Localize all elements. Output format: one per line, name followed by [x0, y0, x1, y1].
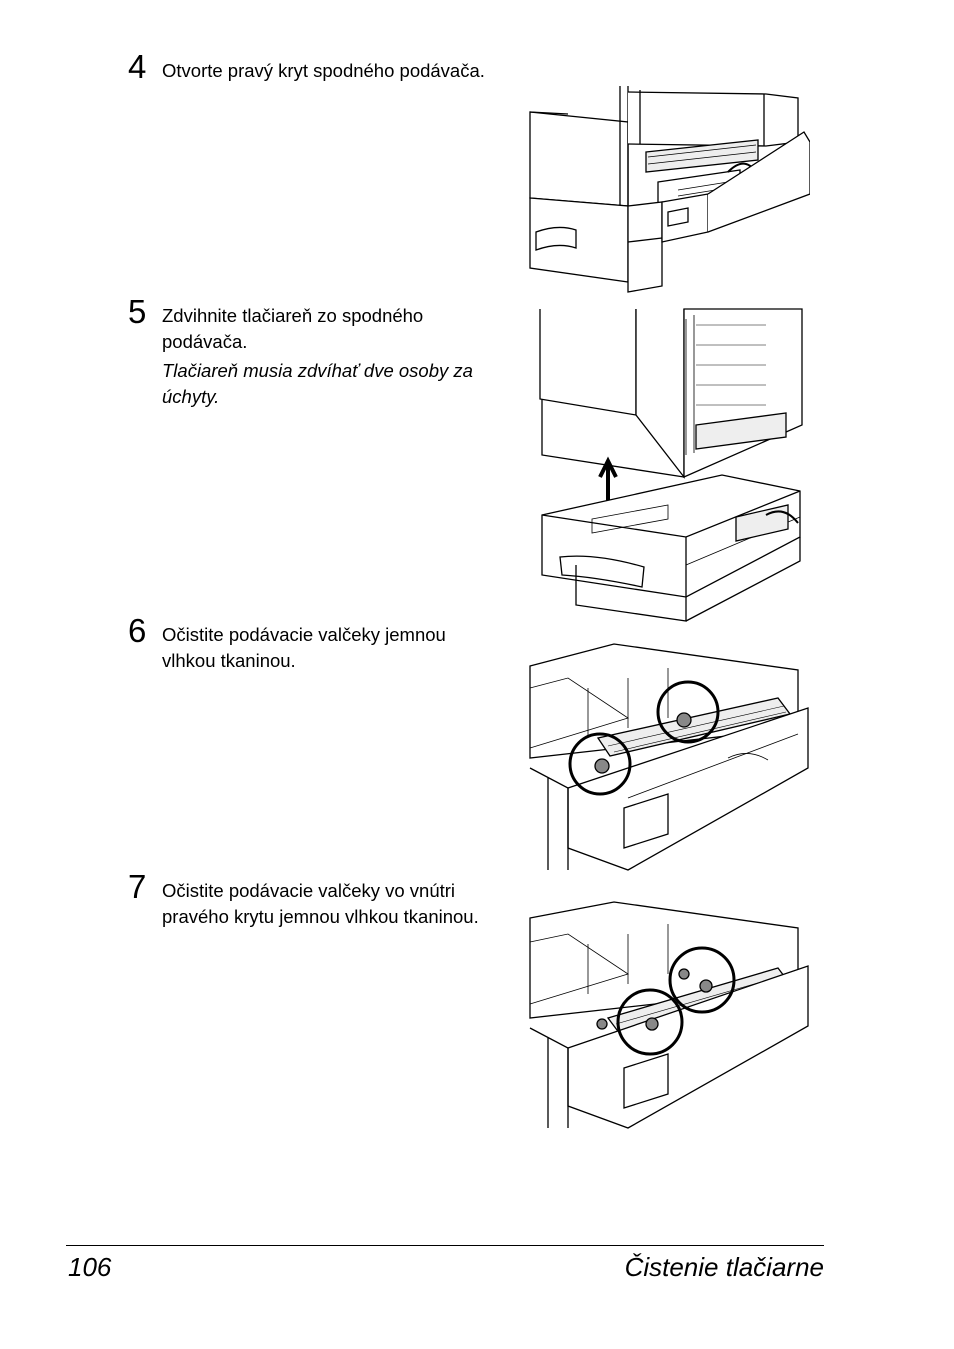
- illustration-lift-printer: [536, 305, 812, 623]
- step-instruction: Zdvihnite tlačiareň zo spodného podávača…: [162, 305, 424, 352]
- illustration-open-right-cover: [528, 82, 810, 294]
- step-number: 4: [128, 48, 147, 85]
- step-number: 6: [128, 612, 147, 649]
- step-instruction: Očistite podávacie valčeky jemnou vlhkou…: [162, 624, 446, 671]
- footer-divider: [66, 1245, 824, 1246]
- step-instruction: Očistite podávacie valčeky vo vnútri pra…: [162, 880, 479, 927]
- page-number: 106: [68, 1252, 112, 1282]
- step-number: 5: [128, 293, 147, 330]
- step-note: Tlačiareň musia zdvíhať dve osoby za úch…: [162, 360, 473, 407]
- step-instruction: Otvorte pravý kryt spodného podávača.: [162, 60, 485, 81]
- illustration-clean-feed-rollers: [528, 638, 810, 872]
- illustration-clean-cover-rollers: [528, 898, 810, 1130]
- step-number: 7: [128, 868, 147, 905]
- section-title: Čistenie tlačiarne: [624, 1252, 824, 1282]
